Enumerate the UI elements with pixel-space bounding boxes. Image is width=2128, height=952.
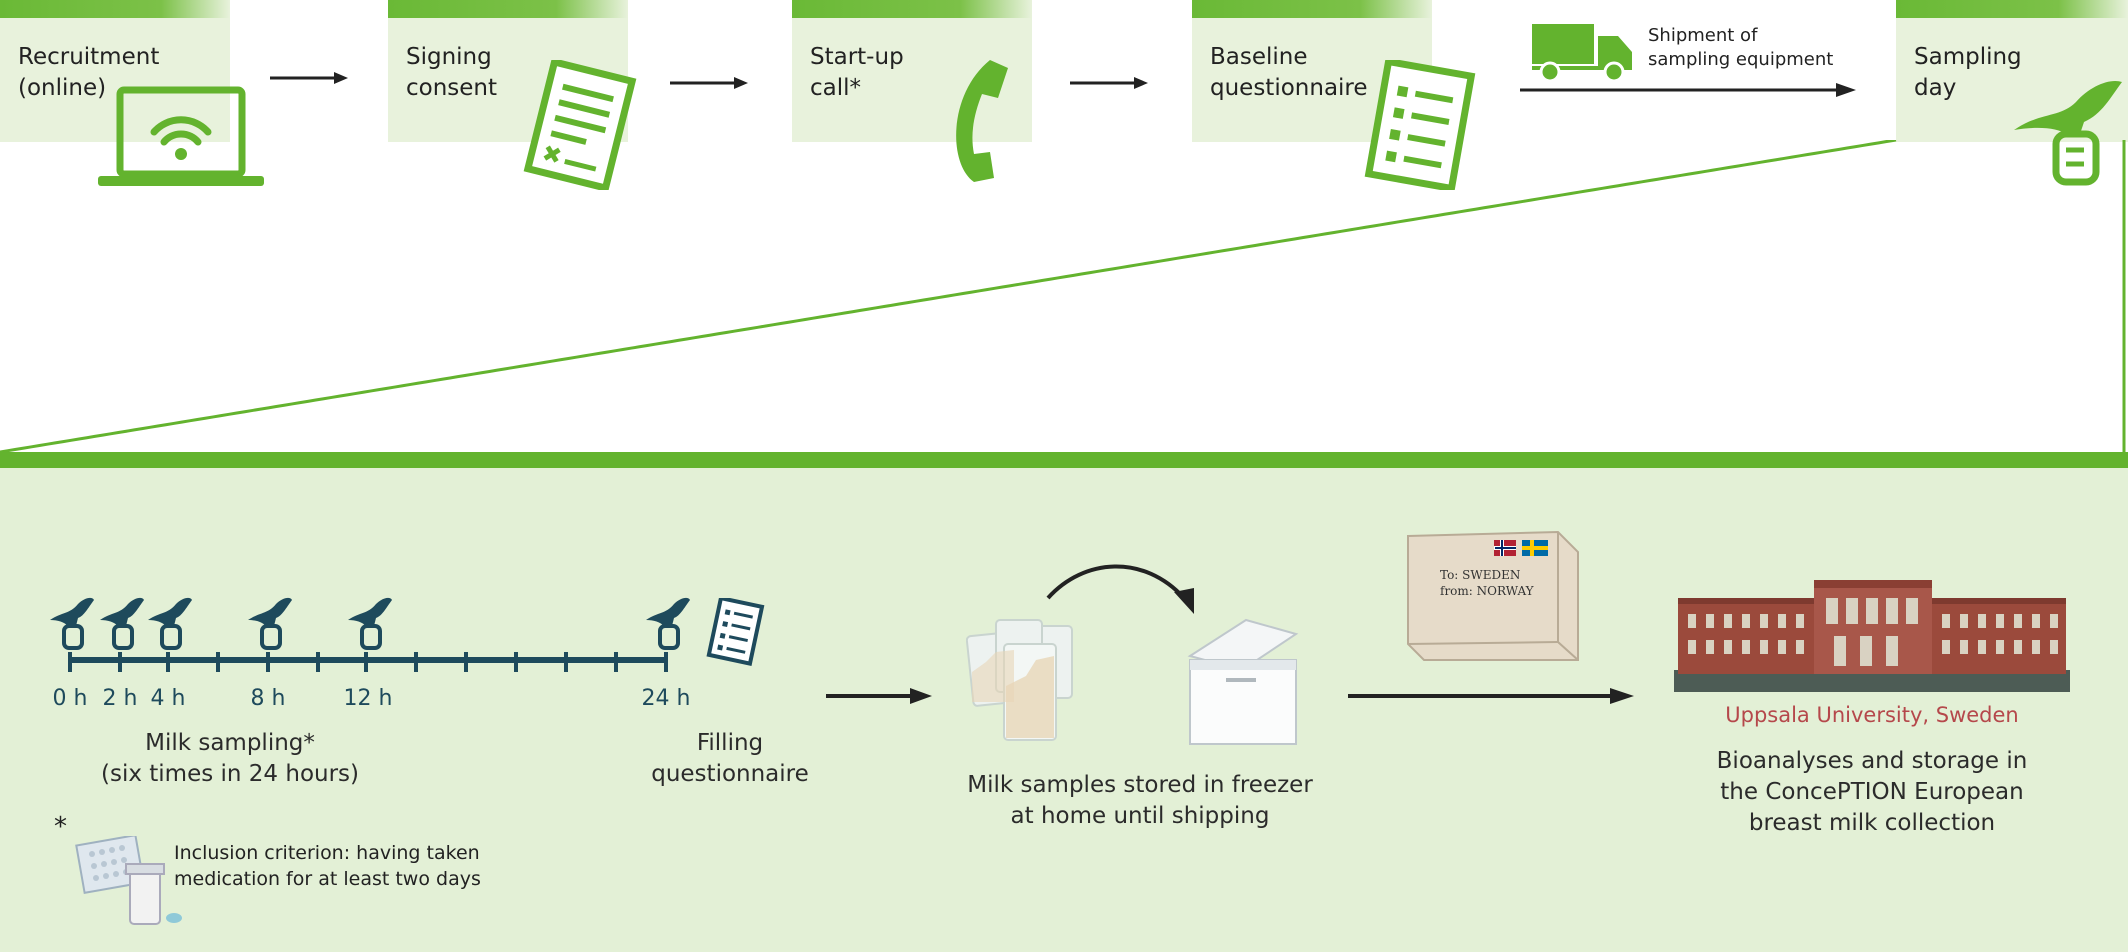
arrow-right-icon [1070,77,1148,89]
sampling-timeline [68,652,668,672]
medication-icon [75,836,182,925]
university-caption-line1: Bioanalyses and storage in [1716,748,2028,774]
shipment-arrow [1520,83,1856,97]
tick-label: 12 h [343,686,393,711]
consent-document-icon [523,60,637,190]
tick-label: 8 h [250,686,286,711]
pump-8h-icon [248,597,292,650]
footnote-text: Inclusion criterion: having taken medica… [174,842,481,890]
pump-0h-icon [50,597,94,650]
step-startup-call: Start-up call* [792,0,1032,142]
step-bar [1192,0,1432,18]
filling-questionnaire-caption: Filling questionnaire [651,730,809,787]
arrow-right-icon [270,72,348,84]
package-icon [1407,530,1579,661]
pump-4h-icon [148,597,192,650]
step-bar [0,0,230,18]
pump-2h-icon [100,597,144,650]
tick-label: 4 h [150,686,186,711]
university-building-icon [1674,580,2070,692]
freezer-icon [1187,618,1299,745]
tick-label: 0 h [52,686,88,711]
step-bar [388,0,628,18]
university-name: Uppsala University, Sweden [1725,703,2019,727]
pump-12h-icon [348,597,392,650]
university-caption-line2: the ConcePTION European [1720,779,2024,805]
truck-icon [1532,24,1632,82]
step-label: Start-up call* [810,44,904,101]
step-label: Signing consent [406,44,498,101]
detail-panel [0,452,2128,952]
curved-arrow-icon [1046,564,1194,614]
arrow-right-icon [670,77,748,89]
package-to-label: To: SWEDEN [1440,568,1521,582]
step-bar [792,0,1032,18]
step-label: Baseline questionnaire [1210,44,1368,101]
milk-bags-icon [966,619,1073,741]
checklist-icon [706,598,765,666]
tick-label: 2 h [102,686,138,711]
step-label: Recruitment (online) [18,44,160,101]
zoom-lines [0,140,2126,454]
arrow-to-university [1348,688,1634,704]
tick-label: 24 h [641,686,691,711]
university-caption-line3: breast milk collection [1748,810,1996,836]
arrow-to-freezer [826,688,932,704]
freezer-caption: Milk samples stored in freezer at home u… [967,772,1313,829]
phone-icon [956,60,1008,182]
step-bar [1896,0,2128,18]
breast-pump-icon [2014,80,2122,186]
package-from-label: from: NORWAY [1440,584,1534,598]
step-recruitment: Recruitment (online) [0,0,230,142]
milk-sampling-caption: Milk sampling* (six times in 24 hours) [100,730,360,787]
pump-24h-icon [646,597,690,650]
questionnaire-icon [1364,60,1476,190]
shipment-label: Shipment of sampling equipment [1648,25,1834,70]
footnote-marker: * [54,812,67,842]
step-label: Sampling day [1914,44,2022,101]
laptop-wifi-icon [98,86,264,186]
